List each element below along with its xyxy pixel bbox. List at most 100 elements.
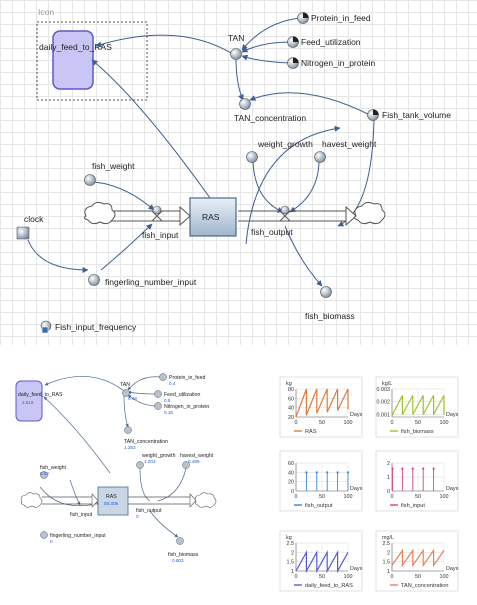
tan-converter[interactable]: [230, 48, 242, 60]
mini-feed-util-value: 0.5: [164, 398, 171, 403]
protein-in-feed-converter[interactable]: [297, 12, 309, 24]
chart-x-tick: 0: [391, 420, 394, 426]
chart-y-tick: 2: [291, 550, 294, 556]
chart-y-tick: 1: [387, 569, 390, 575]
fish-input-flow[interactable]: [110, 205, 191, 227]
chart-series-line: [295, 388, 349, 418]
chart-spike-point: [305, 471, 308, 474]
daily-feed-stock[interactable]: [52, 30, 94, 90]
chart-x-tick: 100: [440, 420, 449, 426]
mini-tan-value: 0.48: [128, 396, 137, 401]
chart-spike-point: [391, 467, 394, 470]
mini-ras-value: 59.308: [104, 501, 118, 506]
chart-y-tick: 40: [288, 470, 294, 476]
chart-spike-point: [422, 467, 425, 470]
chart-y-tick: 0: [291, 489, 294, 495]
fish-input-label: fish_input: [142, 230, 179, 240]
tan-concentration-converter[interactable]: [239, 98, 251, 110]
chart-unit-label: kg/L: [382, 381, 392, 387]
mini-model-diagram: daily_feed_to_RAS 2.516 TAN 0.48 Protein…: [15, 373, 217, 563]
chart-unit-label: kg: [286, 535, 292, 541]
chart-spike-point: [315, 471, 318, 474]
chart-frame: [279, 530, 363, 592]
chart-x-label: Days: [446, 566, 459, 572]
chart-x-tick: 100: [440, 574, 449, 580]
chart-frame: [375, 450, 459, 512]
chart-spike-point: [432, 467, 435, 470]
weight-growth-converter[interactable]: [246, 151, 258, 163]
mini-nitrogen-value: 0.16: [164, 410, 173, 415]
chart-x-tick: 100: [440, 494, 449, 500]
chart-y-tick: 80: [288, 387, 294, 393]
fingerling-number-input-label: fingerling_number_input: [105, 277, 197, 287]
fish-tank-volume-converter[interactable]: [367, 109, 379, 121]
clock-converter[interactable]: [16, 226, 30, 240]
weight-growth-label: weight_growth: [257, 139, 313, 149]
ras-stock[interactable]: [189, 197, 237, 237]
fish-biomass-label: fish_biomass: [305, 311, 355, 321]
chart-x-tick: 100: [344, 494, 353, 500]
chart-unit-label: mg/L: [382, 535, 394, 541]
feed-utilization-label: Feed_utilization: [301, 37, 361, 47]
mini-fish-biomass-label: fish_biomass: [168, 552, 199, 558]
chart-legend-label: daily_feed_to_RAS: [305, 583, 353, 589]
chart-y-tick: 20: [288, 480, 294, 486]
chart-legend-label: TAN_concentration: [401, 583, 448, 589]
chart-spike-point: [326, 471, 329, 474]
chart-unit-label: kg: [286, 381, 292, 387]
mini-fish-output-value: 0: [136, 514, 139, 519]
chart-x-label: Days: [350, 412, 363, 418]
chart-x-tick: 50: [319, 420, 325, 426]
simulation-results: daily_feed_to_RAS 2.516 TAN 0.48 Protein…: [15, 373, 459, 592]
harvest-weight-label: havest_weight: [322, 139, 377, 149]
chart-spike-point: [346, 471, 350, 474]
mini-weight-growth-label: weight_growth: [142, 453, 176, 459]
fish-weight-converter[interactable]: [84, 174, 96, 186]
fish-biomass-converter[interactable]: [320, 286, 332, 298]
chart-y-tick: 2.5: [383, 541, 391, 547]
fish-output-flow[interactable]: [238, 205, 357, 227]
icon-group-box[interactable]: [36, 21, 148, 101]
chart-x-tick: 100: [344, 574, 353, 580]
feed-utilization-converter[interactable]: [287, 36, 299, 48]
fingerling-number-input-converter[interactable]: [88, 274, 100, 286]
mini-harvest-weight-value: 0.495: [188, 459, 200, 464]
sink-cloud-icon: [353, 201, 386, 225]
chart-x-tick: 0: [295, 494, 298, 500]
mini-protein-value: 0.4: [169, 381, 176, 386]
mini-tan-conc-label: TAN_concentration: [124, 439, 168, 445]
chart-x-tick: 50: [415, 420, 421, 426]
chart-spike-point: [411, 467, 414, 470]
chart-y-tick: 60: [288, 461, 294, 467]
chart-x-tick: 50: [319, 494, 325, 500]
chart-legend-label: fish_input: [401, 503, 425, 509]
source-cloud-icon: [83, 201, 116, 225]
fish-weight-label: fish_weight: [92, 161, 135, 171]
mini-weight-growth-value: 1.203: [144, 459, 156, 464]
model-canvas[interactable]: Icon daily_feed_to_RAS RAS: [0, 0, 477, 345]
mini-harvest-weight-label: havest_weight: [180, 453, 214, 459]
model-diagram: Icon daily_feed_to_RAS RAS: [16, 7, 451, 334]
chart-y-tick: 1.5: [383, 560, 391, 566]
chart-legend-label: fish_biomass: [401, 429, 434, 435]
chart-y-tick: 0.001: [377, 412, 391, 418]
chart-series-line: [295, 549, 349, 574]
mini-feed-util-label: Feed_utilization: [164, 392, 200, 398]
nitrogen-in-protein-label: Nitrogen_in_protein: [301, 58, 375, 68]
mini-daily-feed-label: daily_feed_to_RAS: [18, 392, 63, 398]
chart-x-tick: 0: [391, 574, 394, 580]
harvest-weight-converter[interactable]: [314, 151, 326, 163]
chart-spike-point: [401, 467, 404, 470]
mini-fish-weight-value: 0.02: [40, 471, 49, 476]
chart-spike-point: [336, 471, 339, 474]
fish-input-frequency-label: Fish_input_frequency: [55, 322, 137, 332]
mini-fish-output-label: fish_output: [136, 508, 162, 514]
fish-input-frequency-icon[interactable]: [40, 320, 52, 334]
chart-x-tick: 0: [295, 574, 298, 580]
mini-fingerling-label: fingerling_number_input: [50, 533, 106, 539]
chart-y-tick: 2.5: [287, 541, 295, 547]
nitrogen-in-protein-converter[interactable]: [287, 57, 299, 69]
